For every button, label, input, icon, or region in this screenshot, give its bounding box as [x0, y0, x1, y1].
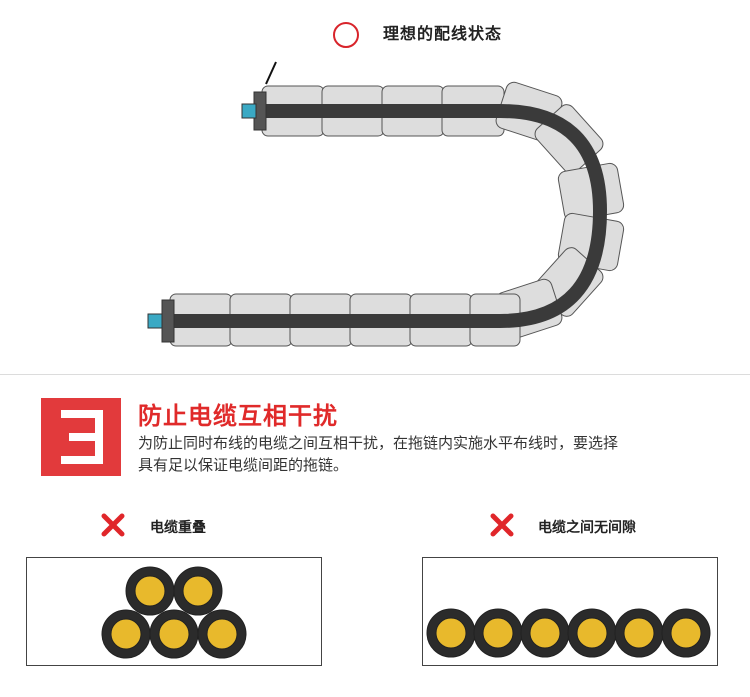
cable-core — [182, 575, 214, 607]
case-label-overlap: 电缆重叠 — [150, 520, 206, 536]
section-divider — [0, 374, 750, 375]
cable-core — [158, 618, 190, 650]
cable-core — [482, 617, 514, 649]
cable-core — [670, 617, 702, 649]
case-label-no-gap: 电缆之间无间隙 — [538, 520, 636, 536]
ideal-state-label: 理想的配线状态 — [383, 24, 503, 43]
cross-icon — [490, 513, 514, 537]
section-number-badge — [41, 398, 121, 476]
section-description: 为防止同时布线的电缆之间互相干扰，在拖链内实施水平布线时，要选择 具有足以保证电… — [138, 432, 738, 476]
cable-core — [435, 617, 467, 649]
no-gap-cables-diagram — [426, 608, 711, 658]
no-gap-diagram-box — [422, 557, 718, 666]
chain-end-upper — [241, 61, 277, 131]
cable-core — [206, 618, 238, 650]
chain-end-lower — [147, 299, 175, 343]
section-heading: 防止电缆互相干扰 — [138, 402, 338, 430]
cable-core — [110, 618, 142, 650]
overlap-diagram-box — [26, 557, 322, 666]
cable-path — [170, 104, 608, 328]
cross-icon — [101, 513, 125, 537]
cable-core — [134, 575, 166, 607]
section-description-line: 为防止同时布线的电缆之间互相干扰，在拖链内实施水平布线时，要选择 — [138, 434, 619, 452]
cable-core — [576, 617, 608, 649]
cable-core — [623, 617, 655, 649]
cable-chain-illustration — [147, 61, 625, 347]
ideal-circle-icon — [333, 22, 359, 48]
cable-core — [529, 617, 561, 649]
overlap-cables-diagram — [101, 566, 247, 659]
section-description-line: 具有足以保证电缆间距的拖链。 — [138, 456, 349, 474]
number-three-icon — [61, 410, 103, 464]
